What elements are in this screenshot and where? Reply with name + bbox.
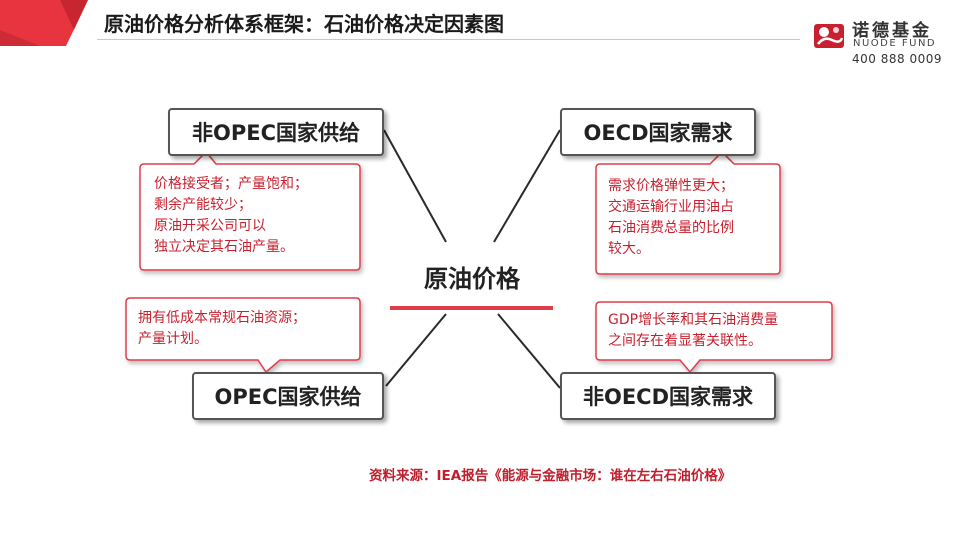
callout-text-bottom-left: 拥有低成本常规石油资源； 产量计划。	[138, 308, 306, 350]
callout-line: 之间存在着显著关联性。	[608, 333, 762, 349]
header-corner-decoration	[0, 0, 88, 46]
center-label: 原油价格	[424, 265, 520, 293]
callout-text-top-left: 价格接受者；产量饱和； 剩余产能较少； 原油开采公司可以 独立决定其石油产量。	[154, 174, 308, 258]
callout-shape-top-right	[595, 150, 781, 275]
source-note: 资料来源：IEA报告《能源与金融市场：谁在左右石油价格》	[369, 468, 732, 484]
callout-line: 需求价格弹性更大；	[608, 178, 734, 194]
node-oecd-demand: OECD国家需求	[560, 108, 756, 156]
connector-top-right	[493, 129, 561, 243]
node-non-oecd-demand: 非OECD国家需求	[560, 372, 776, 420]
slide-title: 原油价格分析体系框架：石油价格决定因素图	[104, 12, 504, 36]
callout-line: 较大。	[608, 241, 650, 257]
callout-line: 原油开采公司可以	[154, 218, 266, 234]
title-divider	[97, 39, 800, 40]
nuode-logo-icon	[814, 24, 844, 48]
callout-line: GDP增长率和其石油消费量	[608, 312, 779, 328]
callout-shape-bottom-right	[595, 301, 833, 374]
callout-text-bottom-right: GDP增长率和其石油消费量 之间存在着显著关联性。	[608, 310, 778, 352]
callout-line: 交通运输行业用油占	[608, 199, 734, 215]
callout-text-top-right: 需求价格弹性更大； 交通运输行业用油占 石油消费总量的比例 较大。	[608, 176, 734, 260]
callout-line: 产量计划。	[138, 331, 208, 347]
callout-line: 价格接受者；产量饱和；	[154, 176, 308, 192]
connector-bottom-left	[385, 313, 447, 387]
logo-name-en: NUODE FUND	[853, 38, 937, 49]
logo-name-zh: 诺德基金	[852, 21, 932, 41]
connector-top-left	[383, 129, 447, 243]
center-accent-bar	[390, 306, 553, 310]
logo-phone: 400 888 0009	[852, 52, 942, 66]
node-opec-supply: OPEC国家供给	[192, 372, 384, 420]
callout-line: 拥有低成本常规石油资源；	[138, 310, 306, 326]
callout-shape-bottom-left	[125, 297, 361, 374]
callout-shape-top-left	[139, 150, 361, 271]
connector-bottom-right	[497, 313, 561, 389]
callout-line: 剩余产能较少；	[154, 197, 252, 213]
callout-line: 石油消费总量的比例	[608, 220, 734, 236]
callout-line: 独立决定其石油产量。	[154, 239, 294, 255]
node-non-opec-supply: 非OPEC国家供给	[168, 108, 384, 156]
